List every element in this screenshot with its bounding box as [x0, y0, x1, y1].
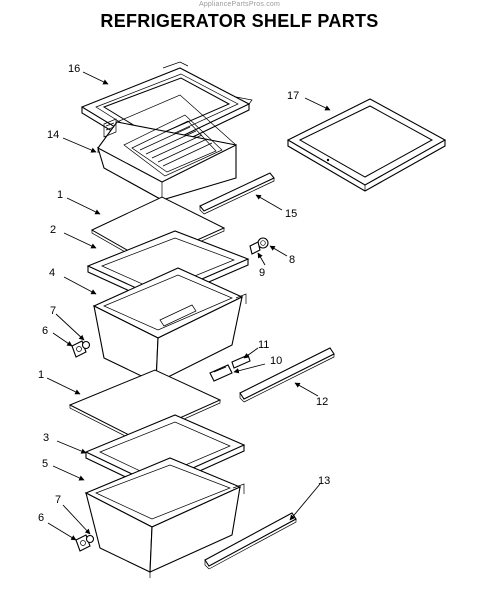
part-15-trim-strip[interactable] — [199, 172, 275, 215]
callout-3: 3 — [43, 432, 49, 444]
part-13-trim-strip[interactable] — [204, 512, 297, 570]
callout-8: 8 — [289, 254, 295, 266]
part-12-trim-strip[interactable] — [239, 347, 335, 403]
part-7-bushing-upper[interactable] — [81, 340, 91, 350]
leader-lines — [46, 71, 331, 541]
callout-15: 15 — [285, 208, 297, 220]
callout-12: 12 — [316, 396, 328, 408]
part-5-crisper-drawer-lower[interactable] — [84, 457, 245, 578]
callout-7-lower: 7 — [55, 494, 61, 506]
part-17-glass-shelf[interactable] — [286, 98, 447, 192]
part-4-crisper-drawer[interactable] — [92, 267, 247, 388]
part-14-upper-crisper-drawer[interactable] — [97, 94, 237, 201]
callout-17: 17 — [287, 90, 299, 102]
page-title: REFRIGERATOR SHELF PARTS — [100, 11, 379, 31]
callout-2: 2 — [50, 224, 56, 236]
callout-5: 5 — [42, 458, 48, 470]
callout-14: 14 — [47, 129, 59, 141]
part-8-screw[interactable] — [257, 237, 269, 249]
callout-1-lower: 1 — [38, 369, 44, 381]
watermark-text: AppliancePartsPros.com — [198, 1, 281, 8]
callout-1-upper: 1 — [57, 189, 63, 201]
callout-4: 4 — [49, 267, 55, 279]
part-10-slide-rail[interactable] — [209, 364, 233, 382]
part-7-bushing-lower[interactable] — [85, 534, 95, 544]
callout-13: 13 — [318, 475, 330, 487]
callout-6-upper: 6 — [42, 325, 48, 337]
callout-10: 10 — [270, 355, 282, 367]
callout-11: 11 — [258, 339, 269, 351]
part-9-clip[interactable] — [249, 241, 261, 255]
callout-16: 16 — [68, 63, 80, 75]
callout-6-lower: 6 — [38, 512, 44, 524]
callout-7-upper: 7 — [50, 305, 56, 317]
part-11-slide-clip[interactable] — [231, 354, 251, 369]
callout-9: 9 — [259, 267, 265, 279]
